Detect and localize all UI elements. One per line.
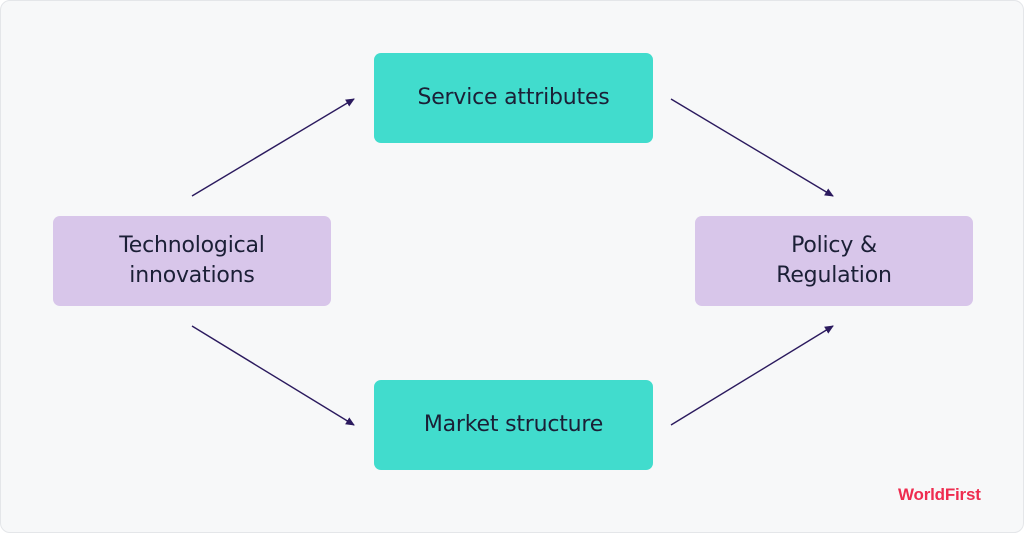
- node-policy-label-line2: Regulation: [776, 263, 892, 288]
- node-market-structure-label: Market structure: [423, 412, 604, 437]
- node-policy-label-line1: Policy &: [791, 233, 877, 258]
- worldfirst-logo: WorldFirst: [898, 485, 981, 504]
- node-tech-label-line2: innovations: [129, 263, 255, 288]
- node-market-structure: Market structure: [374, 380, 653, 470]
- arrow-market-to-policy: [670, 325, 834, 426]
- arrow-tech-to-market: [191, 325, 355, 426]
- node-service-attributes-label: Service attributes: [417, 85, 610, 110]
- arrow-service-to-policy: [670, 98, 834, 197]
- node-technological-innovations: Technological innovations: [53, 216, 331, 306]
- arrow-tech-to-service: [191, 98, 355, 197]
- node-policy-regulation: Policy & Regulation: [695, 216, 973, 306]
- node-service-attributes: Service attributes: [374, 53, 653, 143]
- node-tech-label-line1: Technological: [119, 233, 265, 258]
